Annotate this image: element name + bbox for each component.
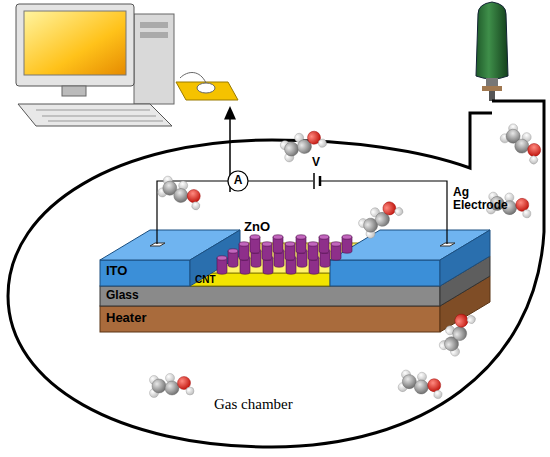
battery-symbol [314,173,320,189]
zno-nanorod-top [239,242,249,246]
zno-nanorod-top [250,235,260,239]
gas-molecule [397,367,446,402]
electrode-label: Ag Electrode [453,186,523,212]
zno-nanorod-top [273,235,283,239]
zno-nanorod-top [228,249,238,253]
chamber-label: Gas chamber [214,396,293,413]
gas-molecule [278,125,328,163]
zno-nanorod-top [217,256,227,260]
heater-label: Heater [106,311,146,325]
glass-label: Glass [106,289,139,302]
gas-molecule [156,173,206,214]
ito-label: ITO [106,264,127,278]
ammeter-label: A [234,174,243,187]
zno-nanorod-top [296,235,306,239]
sensor-device [100,230,490,332]
zno-nanorod-top [342,235,352,239]
voltage-label: V [312,156,320,169]
gas-molecule [436,307,479,358]
cnt-label: CNT [195,274,216,285]
gas-molecule [150,374,195,398]
zno-label: ZnO [244,220,270,234]
computer [16,4,238,126]
gas-molecule [356,195,406,240]
circuit-wire [157,181,447,244]
zno-nanorod-top [262,242,272,246]
gas-molecule [498,121,548,168]
zno-nanorod-top [285,242,295,246]
ammeter-symbol [228,171,248,191]
zno-nanorod-top [331,242,341,246]
gas-cylinder [476,2,508,101]
gas-chamber-outline [8,101,544,447]
zno-nanorod-top [319,235,329,239]
zno-nanorod-top [308,242,318,246]
